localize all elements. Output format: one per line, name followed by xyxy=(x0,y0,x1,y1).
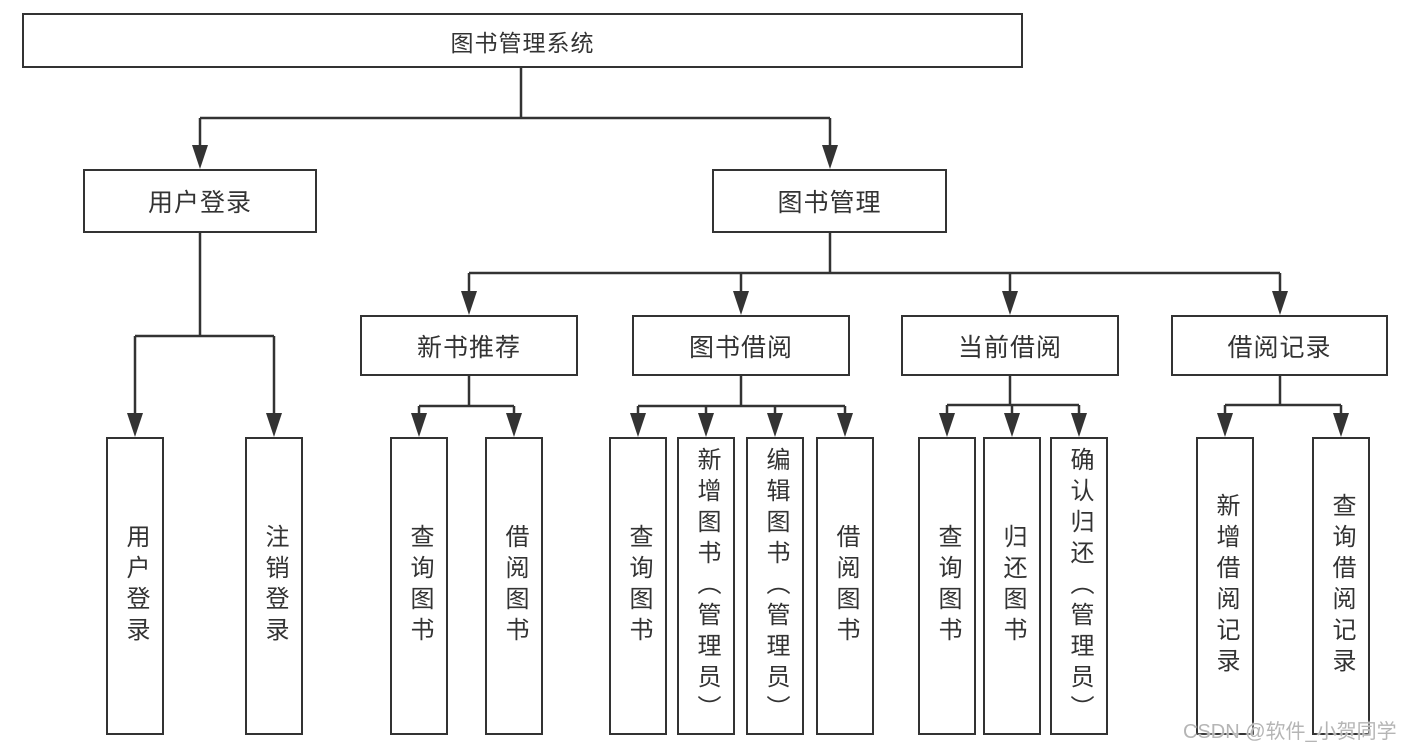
node-current-borrow-label: 当前借阅 xyxy=(957,333,1062,362)
leaf-borrow-books-recommend-label: 借阅图书 xyxy=(501,524,528,648)
node-new-book-recommend-label: 新书推荐 xyxy=(416,333,521,362)
leaf-query-current-books-label: 查询图书 xyxy=(934,524,961,648)
node-user-login-label: 用户登录 xyxy=(147,189,252,217)
node-book-management-label: 图书管理 xyxy=(777,189,882,217)
node-borrow-record-label: 借阅记录 xyxy=(1227,333,1332,362)
leaf-user-login: 用户登录 xyxy=(106,437,164,735)
node-current-borrow: 当前借阅 xyxy=(901,315,1119,376)
leaf-add-books-admin-label: 新增图书（管理员） xyxy=(693,446,720,726)
leaf-query-borrow-record-label: 查询借阅记录 xyxy=(1328,493,1355,679)
leaf-query-books-recommend: 查询图书 xyxy=(390,437,448,735)
node-book-management: 图书管理 xyxy=(712,169,947,233)
leaf-confirm-return-admin-label: 确认归还（管理员） xyxy=(1066,446,1093,726)
leaf-query-borrow-record: 查询借阅记录 xyxy=(1312,437,1370,735)
leaf-borrow-books-recommend: 借阅图书 xyxy=(485,437,543,735)
leaf-edit-books-admin-label: 编辑图书（管理员） xyxy=(762,446,789,726)
leaf-add-books-admin: 新增图书（管理员） xyxy=(677,437,735,735)
leaf-add-borrow-record: 新增借阅记录 xyxy=(1196,437,1254,735)
leaf-query-books-recommend-label: 查询图书 xyxy=(406,524,433,648)
node-new-book-recommend: 新书推荐 xyxy=(360,315,578,376)
node-user-login: 用户登录 xyxy=(83,169,317,233)
leaf-borrow-books-label: 借阅图书 xyxy=(832,524,859,648)
node-book-borrow-label: 图书借阅 xyxy=(688,333,793,362)
leaf-confirm-return-admin: 确认归还（管理员） xyxy=(1050,437,1108,735)
leaf-edit-books-admin: 编辑图书（管理员） xyxy=(746,437,804,735)
leaf-borrow-books: 借阅图书 xyxy=(816,437,874,735)
node-book-borrow: 图书借阅 xyxy=(632,315,850,376)
watermark: CSDN @软件_小贺同学 xyxy=(1183,721,1397,743)
leaf-query-books-label: 查询图书 xyxy=(625,524,652,648)
leaf-logout: 注销登录 xyxy=(245,437,303,735)
leaf-query-books: 查询图书 xyxy=(609,437,667,735)
node-root-system: 图书管理系统 xyxy=(22,13,1023,68)
leaf-return-books-label: 归还图书 xyxy=(999,524,1026,648)
leaf-query-current-books: 查询图书 xyxy=(918,437,976,735)
leaf-logout-label: 注销登录 xyxy=(261,524,288,648)
node-borrow-record: 借阅记录 xyxy=(1171,315,1388,376)
leaf-user-login-label: 用户登录 xyxy=(122,524,149,648)
leaf-add-borrow-record-label: 新增借阅记录 xyxy=(1212,493,1239,679)
leaf-return-books: 归还图书 xyxy=(983,437,1041,735)
node-root-label: 图书管理系统 xyxy=(450,29,595,56)
